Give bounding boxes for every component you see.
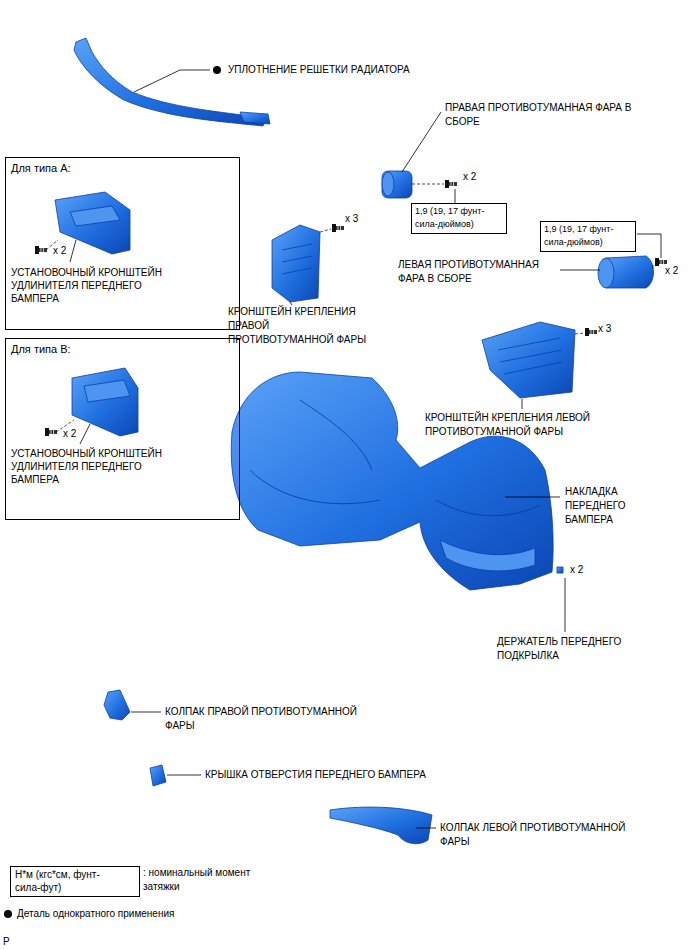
part-label: КРОНШТЕЙН КРЕПЛЕНИЯ ПРАВОЙ ПРОТИВОТУМАНН… (228, 305, 370, 347)
part-label: КОЛПАК ПРАВОЙ ПРОТИВОТУМАННОЙ ФАРЫ (165, 705, 377, 733)
part-label: КОЛПАК ЛЕВОЙ ПРОТИВОТУМАННОЙ ФАРЫ (440, 821, 646, 849)
variant-box: Для типа A: x 2 УСТАНОВОЧНЫЙ КРОНШТЕЙН УДЛ… (5, 157, 240, 330)
part-label: НАКЛАДКА ПЕРЕДНЕГО БАМПЕРА (565, 485, 647, 527)
torque-unit: Н*м (кгс*см, фунт-сила-фут) (15, 868, 105, 894)
part-label: УСТАНОВОЧНЫЙ КРОНШТЕЙН УДЛИНИТЕЛЯ ПЕРЕДН… (11, 447, 173, 486)
part-label: УСТАНОВОЧНЫЙ КРОНШТЕЙН УДЛИНИТЕЛЯ ПЕРЕДН… (11, 266, 173, 305)
torque-box: 1,9 (19, 17 фунт-сила-дюймов) (411, 203, 507, 234)
variant-box: Для типа B: x 2 УСТАНОВОЧНЫЙ КРОНШТЕЙН УДЛ… (5, 338, 240, 520)
torque-value: 1,9 (19, 17 фунт-сила-дюймов) (415, 205, 503, 231)
quantity-label: x 2 (463, 170, 493, 184)
quantity-label: x 2 (63, 427, 93, 440)
torque-box: 1,9 (19, 17 фунт-сила-дюймов) (540, 221, 636, 252)
legend-text: Деталь однократного применения (17, 907, 277, 921)
variant-heading: Для типа B: (11, 343, 131, 356)
torque-value: 1,9 (19, 17 фунт-сила-дюймов) (544, 223, 632, 249)
parts (55, 38, 654, 844)
quantity-label: x 2 (665, 264, 685, 278)
variant-heading: Для типа A: (11, 162, 131, 175)
legend-text: : номинальный момент затяжки (143, 866, 255, 894)
part-label: ДЕРЖАТЕЛЬ ПЕРЕДНЕГО ПОДКРЫЛКА (497, 635, 647, 663)
quantity-label: x 2 (570, 563, 600, 577)
part-label: КРЫШКА ОТВЕРСТИЯ ПЕРЕДНЕГО БАМПЕРА (205, 768, 505, 782)
part-label: УПЛОТНЕНИЕ РЕШЕТКИ РАДИАТОРА (228, 63, 468, 77)
quantity-label: x 3 (345, 212, 375, 226)
part-label: ЛЕВАЯ ПРОТИВОТУМАННАЯ ФАРА В СБОРЕ (398, 258, 558, 286)
part-label: ПРАВАЯ ПРОТИВОТУМАННАЯ ФАРА В СБОРЕ (445, 101, 635, 129)
torque-legend-box: Н*м (кгс*см, фунт-сила-фут) (10, 866, 140, 897)
quantity-label: x 2 (53, 244, 83, 257)
page-mark: P (3, 935, 23, 949)
quantity-label: x 3 (598, 322, 628, 336)
part-label: КРОНШТЕЙН КРЕПЛЕНИЯ ЛЕВОЙ ПРОТИВОТУМАННО… (425, 411, 615, 439)
